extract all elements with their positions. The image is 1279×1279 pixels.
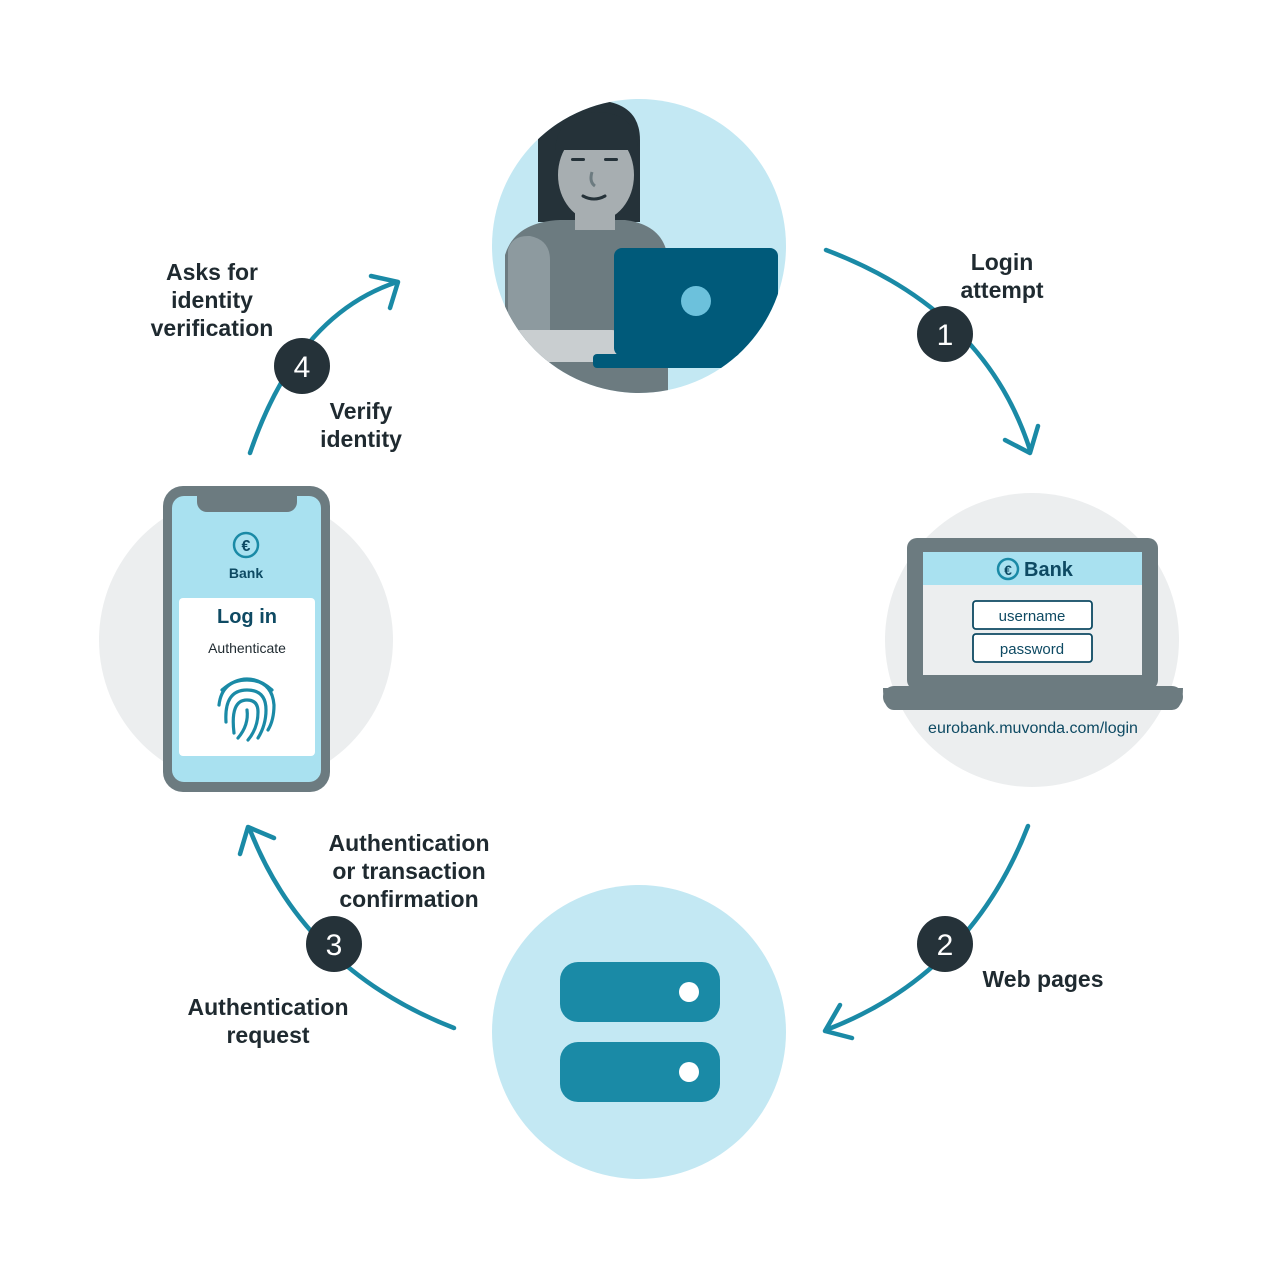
svg-text:3: 3	[326, 929, 343, 962]
svg-text:attempt: attempt	[960, 277, 1043, 303]
label-authentication-confirmation: Authentication or transaction confirmati…	[329, 830, 490, 912]
label-asks-identity-verification: Asks for identity verification	[151, 259, 274, 341]
server-unit-bottom	[560, 1042, 720, 1102]
svg-text:or transaction: or transaction	[332, 858, 485, 884]
fingerprint-icon[interactable]	[217, 677, 276, 742]
svg-text:identity: identity	[320, 426, 402, 452]
password-field[interactable]	[972, 633, 1093, 663]
svg-text:1: 1	[937, 319, 954, 352]
label-web-pages: Web pages	[983, 966, 1104, 992]
euro-coin-icon	[996, 557, 1020, 581]
phone-login-title: Log in	[217, 606, 277, 628]
step-badge-1: 1	[917, 306, 973, 362]
label-authentication-request: Authentication request	[188, 994, 349, 1048]
arrow-head-1	[1002, 423, 1041, 456]
server-illustration	[560, 962, 720, 1102]
website-brand-label: Bank	[1024, 559, 1074, 581]
phone-notch	[197, 486, 297, 512]
svg-text:Web pages: Web pages	[983, 966, 1104, 992]
svg-text:confirmation: confirmation	[339, 886, 478, 912]
svg-text:Asks for: Asks for	[166, 259, 258, 285]
password-field-label: password	[1000, 641, 1064, 658]
phone-login-card	[179, 598, 315, 756]
svg-text:Verify: Verify	[330, 398, 393, 424]
server-unit-top	[560, 962, 720, 1022]
phone-authenticate-label: Authenticate	[208, 640, 286, 656]
svg-text:Authentication: Authentication	[329, 830, 490, 856]
username-field-label: username	[999, 608, 1066, 625]
svg-text:verification: verification	[151, 315, 274, 341]
svg-text:Login: Login	[971, 249, 1034, 275]
server-circle-background	[492, 885, 786, 1179]
username-field[interactable]	[972, 600, 1093, 630]
svg-text:2: 2	[937, 929, 954, 962]
website-laptop-illustration: € Bank username password eurobank.muvond…	[883, 538, 1183, 737]
arrow-head-3	[237, 824, 277, 857]
phone-illustration: € Bank Log in Authenticate	[163, 486, 330, 792]
arrow-head-4	[368, 273, 401, 311]
step-badge-3: 3	[306, 916, 362, 972]
euro-icon: €	[1004, 562, 1012, 578]
arrow-head-2	[822, 1002, 855, 1041]
euro-icon: €	[242, 538, 251, 555]
website-url: eurobank.muvonda.com/login	[928, 720, 1138, 737]
user-illustration	[505, 100, 778, 393]
svg-text:Authentication: Authentication	[188, 994, 349, 1020]
svg-text:identity: identity	[171, 287, 253, 313]
step-badge-2: 2	[917, 916, 973, 972]
phone-brand-label: Bank	[229, 565, 263, 581]
label-login-attempt: Login attempt	[960, 249, 1043, 303]
step-badge-4: 4	[274, 338, 330, 394]
svg-text:request: request	[226, 1022, 309, 1048]
euro-coin-icon	[232, 531, 260, 559]
label-verify-identity: Verify identity	[320, 398, 402, 452]
svg-text:4: 4	[294, 351, 311, 384]
